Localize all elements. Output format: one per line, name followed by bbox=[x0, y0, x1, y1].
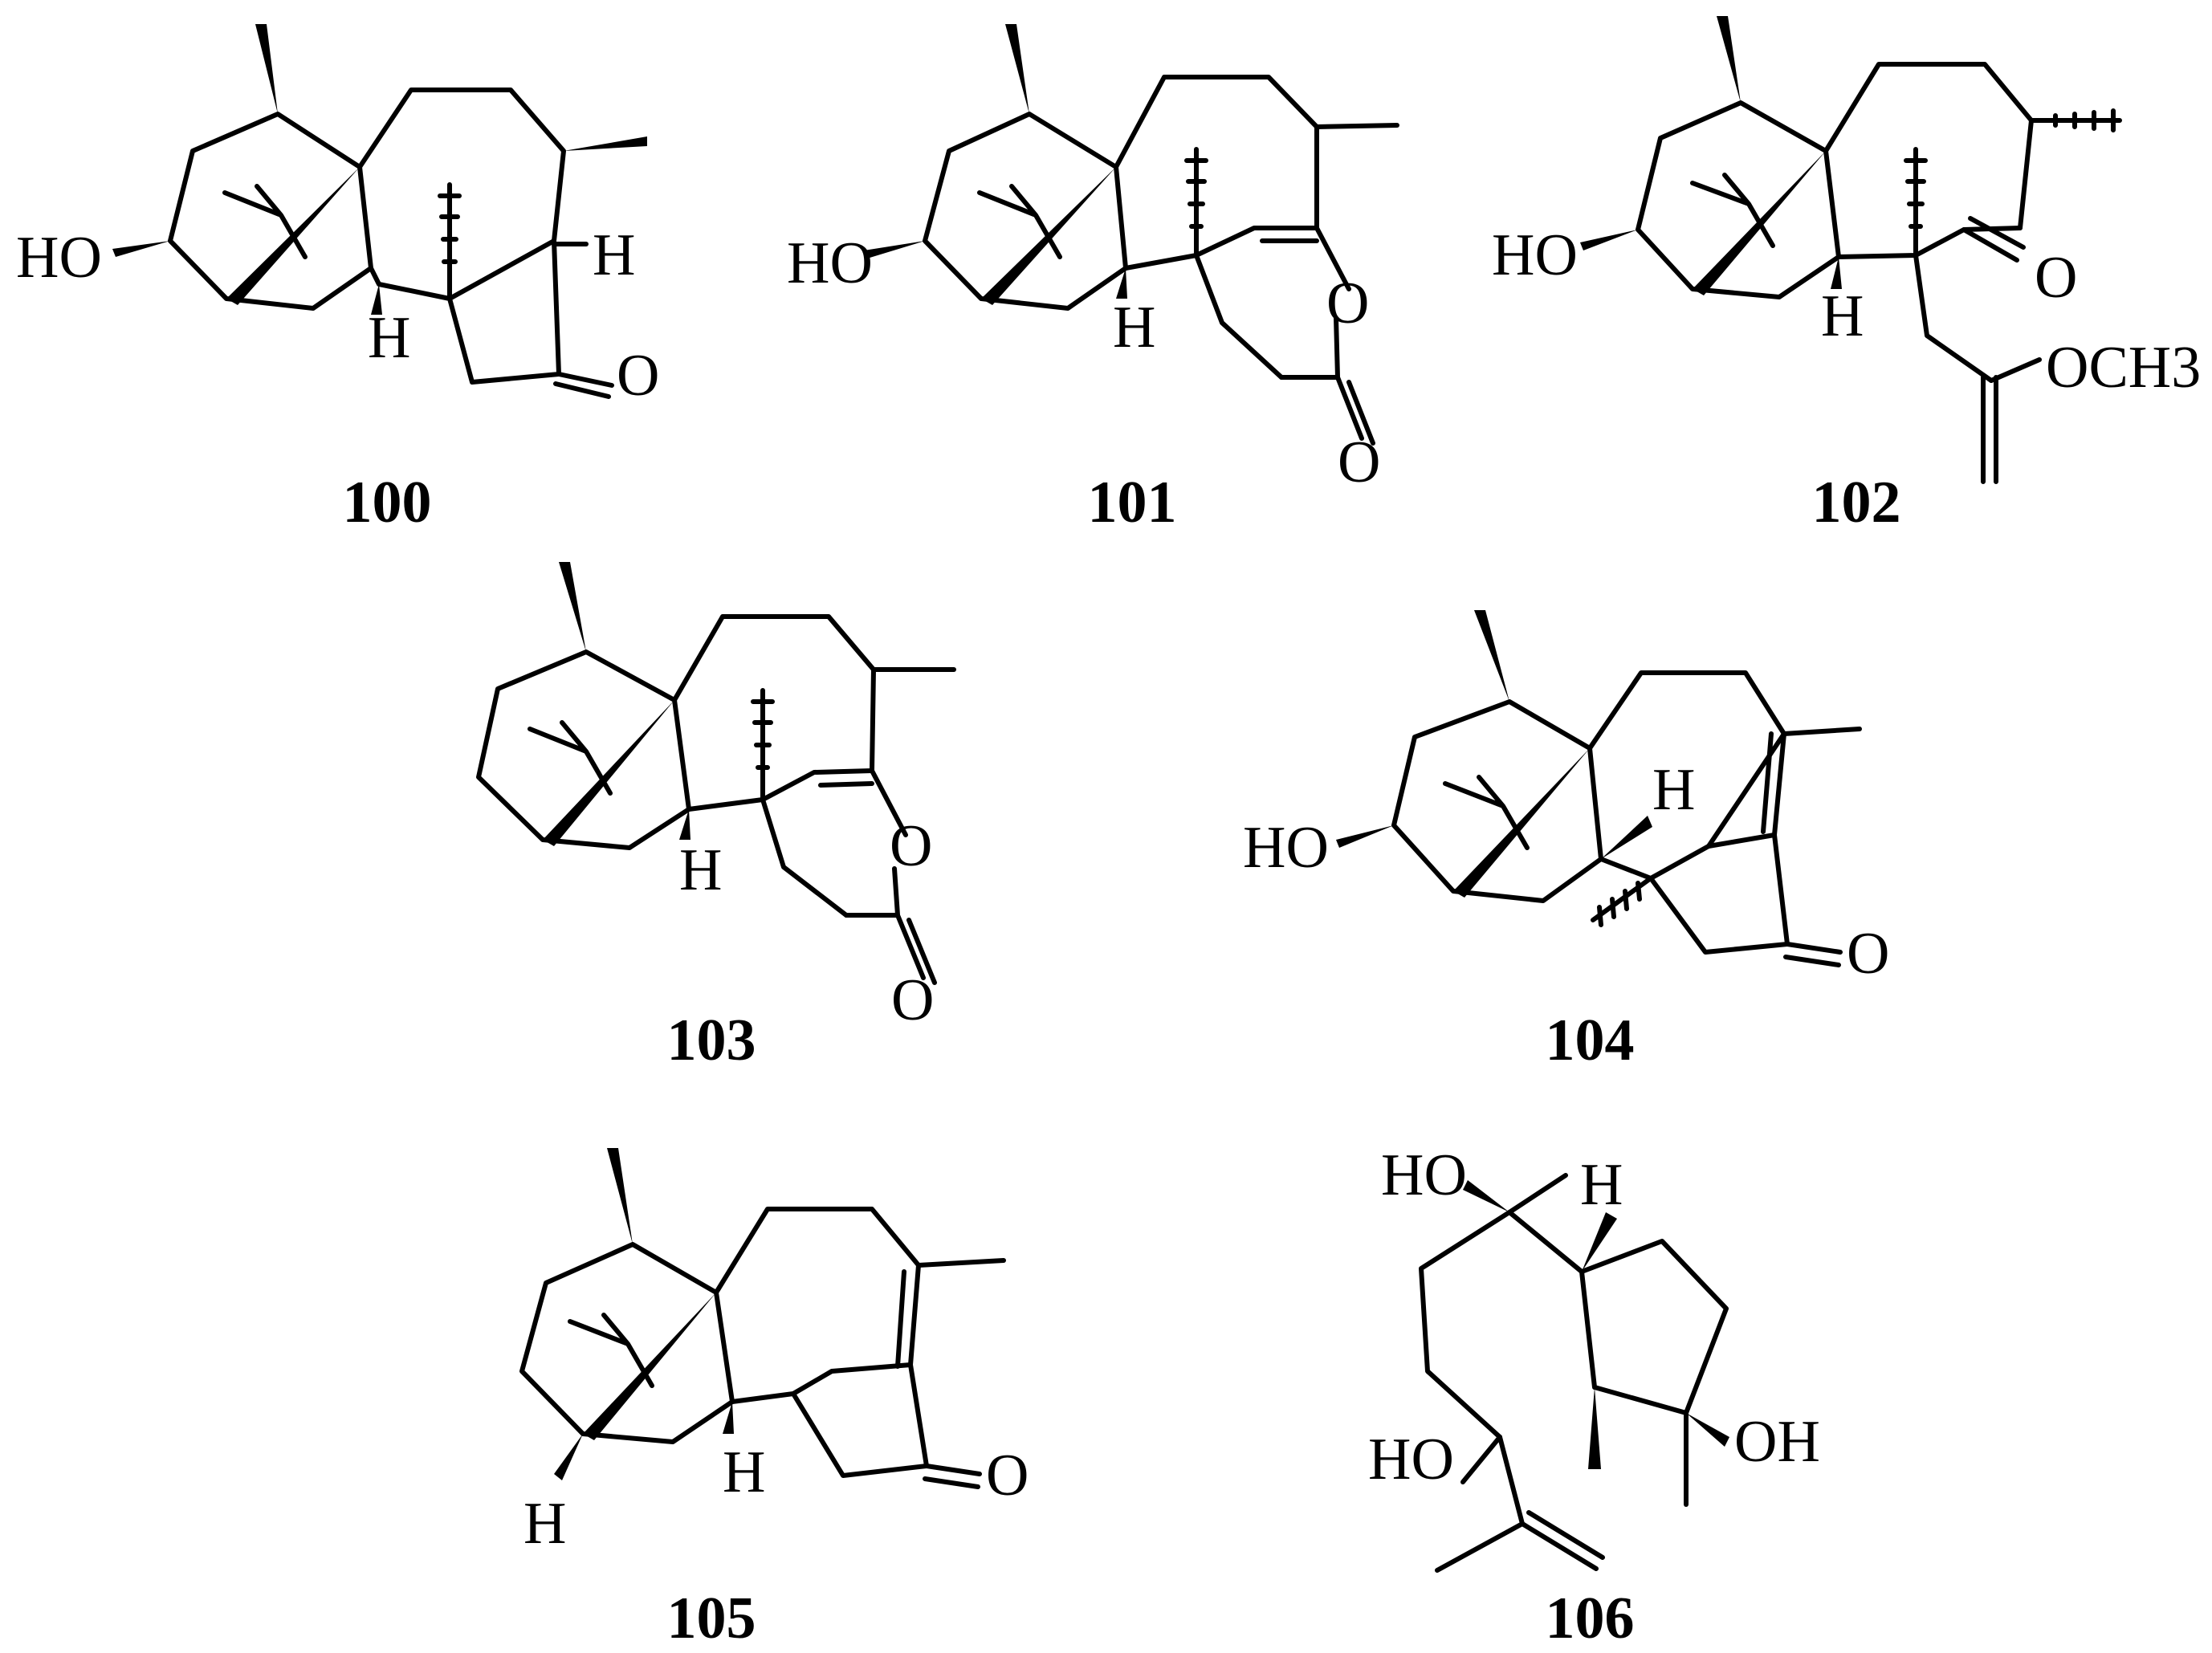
atom-o-100: O bbox=[617, 343, 659, 409]
atom-h-top-104: H bbox=[1652, 757, 1695, 823]
atom-o-101: O bbox=[1338, 430, 1380, 495]
atom-h-low-102: H bbox=[1821, 283, 1864, 349]
atom-h-top-106: H bbox=[1580, 1152, 1623, 1218]
structure-100 bbox=[112, 24, 647, 399]
atom-h-low-101: H bbox=[1113, 295, 1155, 360]
structure-104 bbox=[1336, 610, 1862, 967]
label-103: 103 bbox=[667, 1008, 756, 1073]
atom-ome-102: OCH3 bbox=[2046, 335, 2201, 401]
atom-h-low-100: H bbox=[368, 305, 410, 371]
label-102: 102 bbox=[1812, 470, 1901, 535]
structure-103 bbox=[476, 562, 956, 985]
atom-oh2-106: HO bbox=[1368, 1427, 1454, 1492]
atom-oh1-106: HO bbox=[1381, 1142, 1467, 1208]
label-104: 104 bbox=[1546, 1008, 1635, 1073]
atom-oh-104: HO bbox=[1243, 815, 1329, 881]
label-100: 100 bbox=[343, 470, 432, 535]
label-105: 105 bbox=[667, 1586, 756, 1651]
atom-h-bottom-105: H bbox=[523, 1491, 566, 1557]
atom-h-low-103: H bbox=[679, 837, 722, 903]
atom-o-104: O bbox=[1847, 921, 1889, 987]
atom-oh3-106: OH bbox=[1734, 1409, 1820, 1475]
label-101: 101 bbox=[1088, 470, 1177, 535]
structure-101 bbox=[864, 24, 1399, 446]
atom-o-102: O bbox=[2035, 245, 2077, 311]
atom-h-top-100: H bbox=[593, 222, 635, 288]
atom-o-ring-101: O bbox=[1326, 271, 1369, 336]
label-106: 106 bbox=[1546, 1586, 1635, 1651]
atom-o-ring-103: O bbox=[890, 813, 932, 879]
atom-oh-101: HO bbox=[787, 230, 873, 296]
atom-oh-102: HO bbox=[1492, 222, 1578, 288]
structure-102 bbox=[1580, 16, 2122, 484]
atom-oh-100: HO bbox=[16, 225, 102, 291]
atom-o-103: O bbox=[891, 967, 934, 1033]
atom-o-105: O bbox=[986, 1443, 1029, 1508]
structure-105 bbox=[519, 1148, 1006, 1489]
atom-h-low-105: H bbox=[723, 1439, 765, 1505]
structure-106 bbox=[1419, 1173, 1729, 1573]
